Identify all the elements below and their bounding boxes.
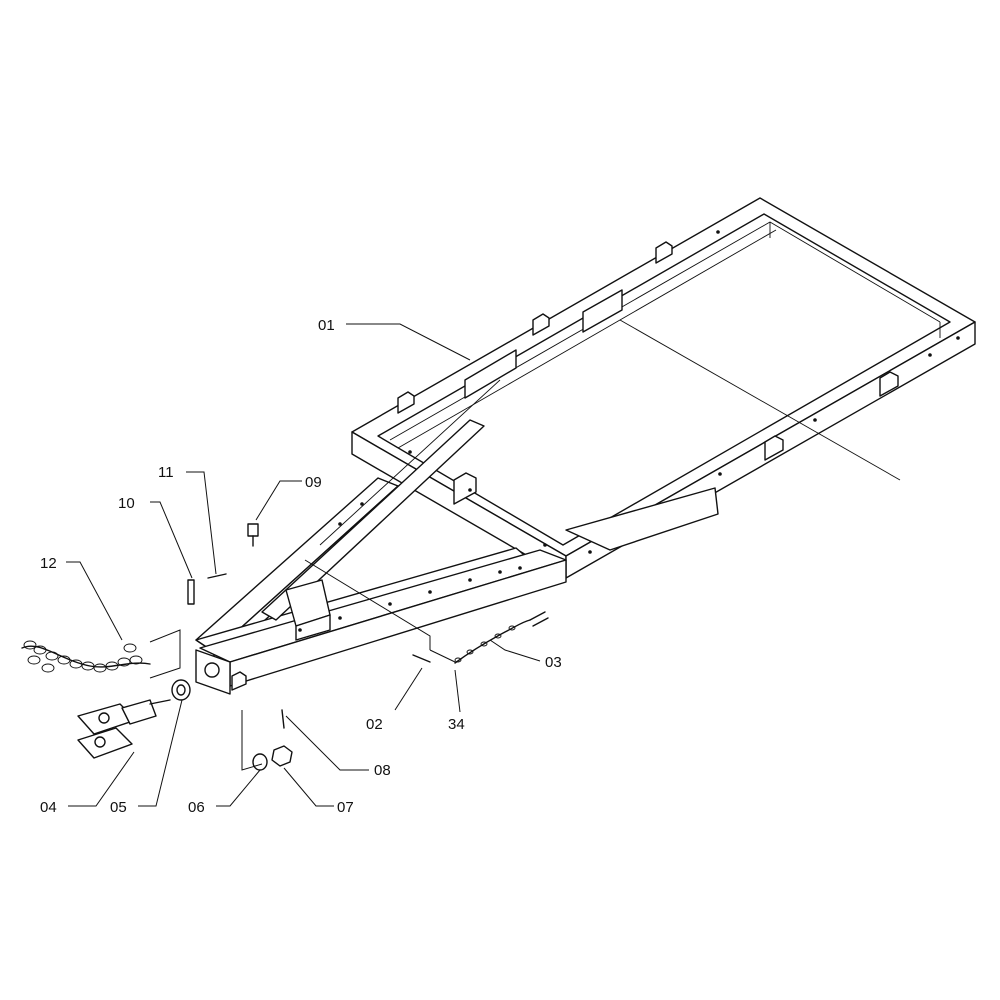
callout-05: 05 bbox=[110, 799, 127, 816]
clip-11 bbox=[207, 573, 227, 579]
callout-11: 11 bbox=[158, 464, 174, 481]
safety-chain-12 bbox=[21, 640, 151, 673]
trailer-frame bbox=[351, 197, 976, 579]
chain-03 bbox=[454, 611, 549, 664]
callout-12: 12 bbox=[40, 555, 57, 572]
washer-06 bbox=[252, 753, 268, 771]
drawbar bbox=[195, 379, 567, 695]
nut-07 bbox=[271, 745, 293, 767]
grease-nipple-09 bbox=[247, 523, 259, 547]
callout-10: 10 bbox=[118, 495, 135, 512]
callout-07: 07 bbox=[337, 799, 354, 816]
callout-06: 06 bbox=[188, 799, 205, 816]
hitch-coupler-04 bbox=[77, 699, 171, 759]
callout-01: 01 bbox=[318, 317, 335, 334]
pin-10 bbox=[187, 579, 195, 605]
callout-04: 04 bbox=[40, 799, 57, 816]
callout-02: 02 bbox=[366, 716, 383, 733]
callout-34: 34 bbox=[448, 716, 465, 733]
split-pin-08 bbox=[281, 709, 285, 729]
callout-09: 09 bbox=[305, 474, 322, 491]
callout-08: 08 bbox=[374, 762, 391, 779]
callout-03: 03 bbox=[545, 654, 562, 671]
leader-lines bbox=[66, 323, 541, 807]
pin-02 bbox=[412, 654, 431, 663]
